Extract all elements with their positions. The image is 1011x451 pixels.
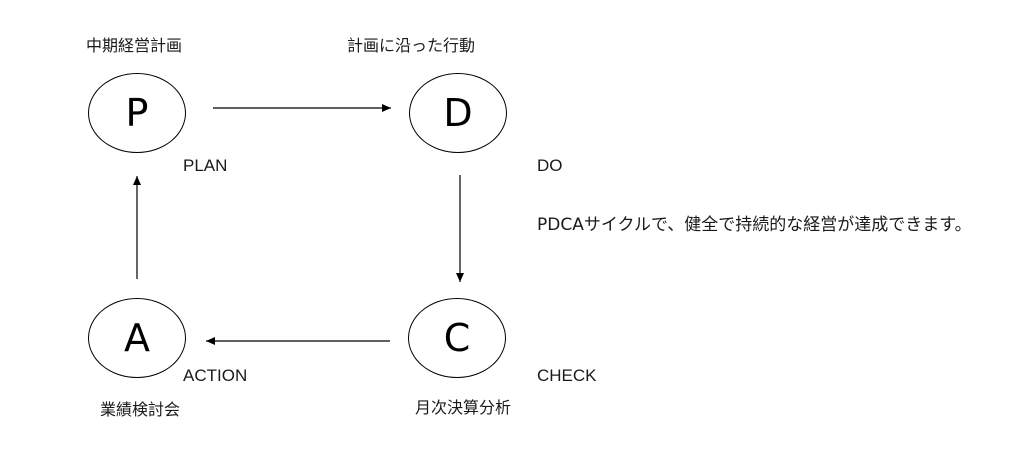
do-letter: D xyxy=(443,91,473,135)
plan-circle: P xyxy=(88,73,186,153)
do-caption: 計画に沿った行動 xyxy=(347,36,476,55)
action-letter: A xyxy=(124,316,150,360)
check-label: CHECK xyxy=(537,366,597,385)
check-caption: 月次決算分析 xyxy=(415,398,512,417)
check-letter: C xyxy=(443,316,471,360)
plan-label: PLAN xyxy=(183,156,228,175)
do-label: DO xyxy=(537,156,563,175)
note-text: PDCAサイクルで、健全で持続的な経営が達成できます。 xyxy=(537,215,972,235)
action-circle: A xyxy=(88,298,186,378)
check-circle: C xyxy=(408,298,506,378)
do-circle: D xyxy=(409,73,507,153)
plan-caption: 中期経営計画 xyxy=(86,36,183,55)
plan-letter: P xyxy=(125,91,149,135)
action-label: ACTION xyxy=(183,366,248,385)
action-caption: 業績検討会 xyxy=(100,400,181,419)
